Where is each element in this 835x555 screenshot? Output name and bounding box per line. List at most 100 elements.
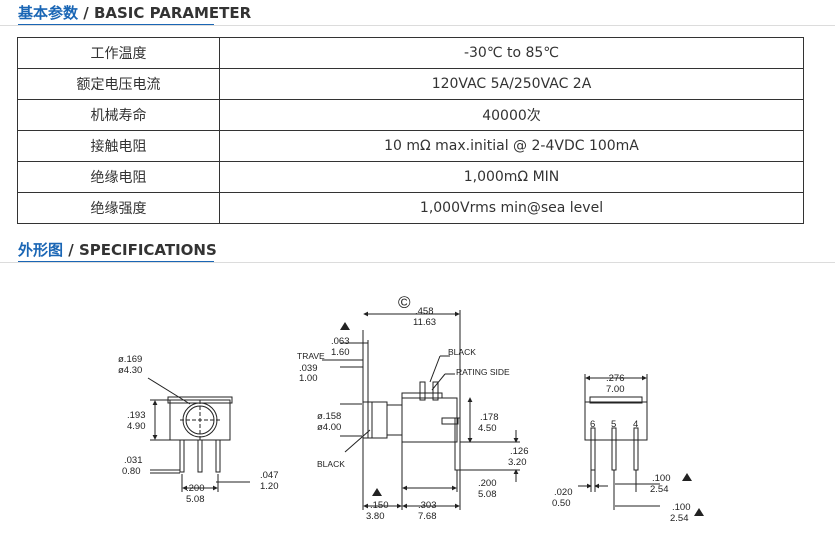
section-title: 外形图 / SPECIFICATIONS <box>18 239 217 260</box>
rear-view <box>578 374 660 510</box>
dim-text: .031 <box>124 455 143 466</box>
tab <box>419 381 426 401</box>
dim-text: .100 <box>672 502 691 513</box>
dim-text: 4.50 <box>478 423 497 434</box>
triangle-mark <box>372 488 382 496</box>
dim-text: BLACK <box>448 347 476 357</box>
copyright-mark: © <box>398 293 411 312</box>
body-top <box>401 392 443 399</box>
dim-text: 4.90 <box>127 421 146 432</box>
table-row: 绝缘强度 1,000Vrms min@sea level <box>17 192 804 224</box>
leader-line <box>429 355 441 383</box>
parameter-table: 工作温度 -30℃ to 85℃ 额定电压电流 120VAC 5A/250VAC… <box>17 37 804 224</box>
dim-text: 11.63 <box>413 317 436 328</box>
dim-text: 7.68 <box>418 511 437 522</box>
table-row: 机械寿命 40000次 <box>17 99 804 131</box>
rear-view-top <box>589 396 643 404</box>
dim-text: .039 <box>299 363 318 374</box>
table-row: 绝缘电阻 1,000mΩ MIN <box>17 161 804 193</box>
table-row: 工作温度 -30℃ to 85℃ <box>17 37 804 69</box>
param-label: 额定电压电流 <box>17 68 220 100</box>
param-label: 工作温度 <box>17 37 220 69</box>
dim-text: .200 <box>478 478 497 489</box>
pin <box>179 439 185 473</box>
dim-text: 2.54 <box>650 484 669 495</box>
tab <box>432 381 439 401</box>
dim-text: TRAVE <box>297 351 325 361</box>
table-row: 接触电阻 10 mΩ max.initial @ 2-4VDC 100mA <box>17 130 804 162</box>
param-label: 机械寿命 <box>17 99 220 131</box>
dim-text: 1.00 <box>299 373 318 384</box>
dim-text: .303 <box>418 500 437 511</box>
dim-text: BLACK <box>317 459 345 469</box>
basic-parameter-header: 基本参数 / BASIC PARAMETER <box>0 0 835 26</box>
dim-text: .126 <box>510 446 529 457</box>
pin-bend <box>441 417 459 425</box>
dim-text: .063 <box>331 336 350 347</box>
pin-label: 5 <box>611 419 616 430</box>
param-value: 1,000Vrms min@sea level <box>219 192 804 224</box>
dim-text: .150 <box>370 500 389 511</box>
dim-text: .178 <box>480 412 499 423</box>
dim-text: .047 <box>260 470 279 481</box>
dimension-drawing: ø.169 ø4.30 .193 4.90 .031 0.80 .047 1.2… <box>118 293 704 524</box>
dim-text: 1.60 <box>331 347 350 358</box>
dim-text: ø.158 <box>317 411 341 422</box>
dim-text: .100 <box>652 473 671 484</box>
section-divider <box>0 25 835 26</box>
triangle-mark <box>694 508 704 516</box>
pin <box>611 427 617 471</box>
param-value: 120VAC 5A/250VAC 2A <box>219 68 804 100</box>
pin <box>197 439 203 473</box>
param-value: 1,000mΩ MIN <box>219 161 804 193</box>
dim-text: 3.80 <box>366 511 385 522</box>
pin <box>633 427 639 471</box>
param-value: -30℃ to 85℃ <box>219 37 804 69</box>
bushing <box>386 404 403 436</box>
section-title-en: SPECIFICATIONS <box>78 241 217 259</box>
dim-text: .020 <box>554 487 573 498</box>
dim-text: 5.08 <box>186 494 205 505</box>
dim-text: RATING SIDE <box>456 367 510 377</box>
section-title-sep: / <box>63 241 79 259</box>
section-title-sep: / <box>78 4 94 22</box>
dim-text: .193 <box>127 410 146 421</box>
param-value: 10 mΩ max.initial @ 2-4VDC 100mA <box>219 130 804 162</box>
pin-label: 4 <box>633 419 638 430</box>
dim-text: .458 <box>415 306 434 317</box>
triangle-mark <box>682 473 692 481</box>
dim-text: 1.20 <box>260 481 279 492</box>
leader-line <box>431 373 446 391</box>
section-title: 基本参数 / BASIC PARAMETER <box>18 2 251 23</box>
pin <box>215 439 221 473</box>
dim-text: .276 <box>606 373 625 384</box>
param-value: 40000次 <box>219 99 804 131</box>
dim-text: .200 <box>186 483 205 494</box>
dim-text: 5.08 <box>478 489 497 500</box>
param-label: 绝缘电阻 <box>17 161 220 193</box>
param-label: 接触电阻 <box>17 130 220 162</box>
section-title-cn: 外形图 <box>18 241 64 259</box>
section-title-en: BASIC PARAMETER <box>93 4 252 22</box>
dim-text: 7.00 <box>606 384 625 395</box>
param-label: 绝缘强度 <box>17 192 220 224</box>
triangle-mark <box>340 322 350 330</box>
pin-label: 6 <box>590 419 595 430</box>
section-divider <box>0 262 835 263</box>
dim-text: 2.54 <box>670 513 689 524</box>
dim-text: ø.169 <box>118 354 142 365</box>
dim-text: ø4.00 <box>317 422 341 433</box>
leader-line <box>344 429 371 453</box>
front-view <box>147 377 250 492</box>
side-view <box>322 310 520 510</box>
dim-text: ø4.30 <box>118 365 142 376</box>
dim-text: 0.80 <box>122 466 141 477</box>
dim-text: 3.20 <box>508 457 527 468</box>
side-view-body <box>401 397 458 443</box>
section-title-cn: 基本参数 <box>18 4 79 22</box>
leader-line <box>147 377 191 405</box>
specifications-header: 外形图 / SPECIFICATIONS <box>0 237 835 263</box>
dim-text: 0.50 <box>552 498 571 509</box>
table-row: 额定电压电流 120VAC 5A/250VAC 2A <box>17 68 804 100</box>
pin <box>590 427 596 471</box>
